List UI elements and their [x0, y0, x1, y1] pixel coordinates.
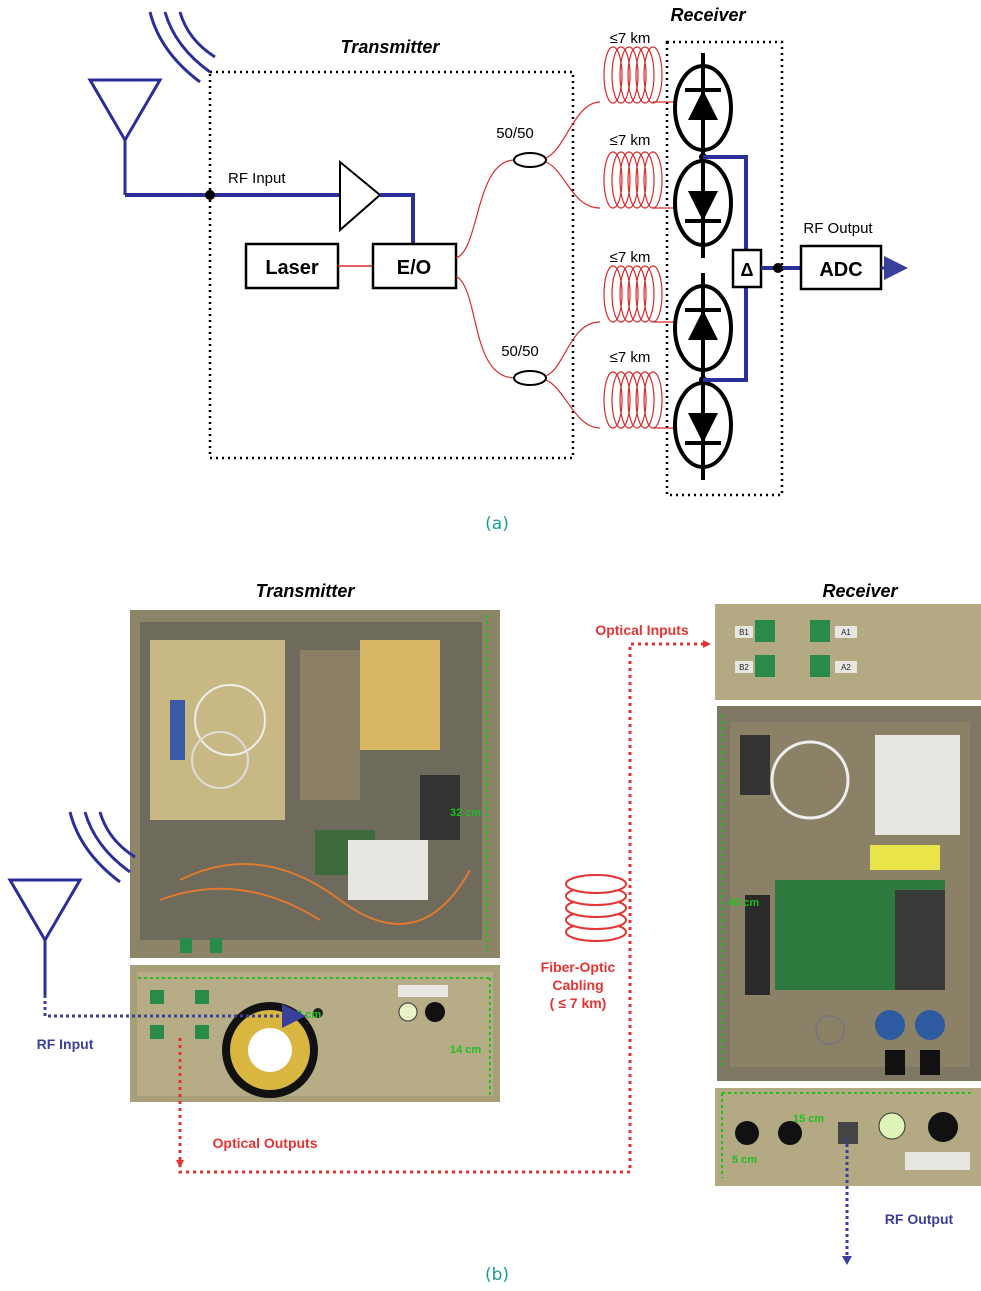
pd-pair1-to-delta — [703, 155, 748, 250]
delta-box — [731, 248, 763, 289]
amplifier-icon — [339, 159, 382, 233]
fiber-cabling-line1: Fiber-Optic — [541, 959, 616, 975]
antenna-icon — [88, 78, 162, 197]
splitter-2-label: 50/50 — [501, 343, 539, 360]
fiber-link-path — [178, 642, 707, 1174]
tx-photo-title: Transmitter — [256, 581, 356, 601]
fiber-coil-1-icon — [603, 46, 663, 104]
rf-output-b-label: RF Output — [885, 1211, 954, 1227]
fiber-s2-coil4 — [545, 379, 601, 429]
port-b2-label: B2 — [739, 663, 749, 672]
fiber-s1-coil2 — [545, 161, 601, 209]
radio-waves-b-icon — [68, 810, 137, 884]
fiber-s2-coil3 — [545, 321, 601, 377]
radio-waves-icon — [148, 10, 217, 84]
fiber-coil-2-icon — [603, 151, 663, 209]
photodiode-2-icon — [673, 146, 733, 260]
adc-box — [799, 244, 883, 291]
photodiode-4-icon — [673, 368, 733, 482]
tx-panel-label: 14 cm — [450, 1044, 481, 1056]
fiber-to-splitter-1 — [455, 159, 516, 259]
rf-input-b-label: RF Input — [37, 1036, 94, 1052]
rf-input-path — [43, 995, 306, 1028]
fiber-cabling-line2: Cabling — [552, 977, 603, 993]
transmitter-title: Transmitter — [341, 37, 441, 57]
delta-label: Δ — [741, 260, 754, 280]
transmitter-interior-photo — [130, 610, 500, 958]
tx-height-label: 32 cm — [450, 807, 481, 819]
fiber-to-splitter-2 — [455, 275, 516, 379]
photodiode-3-icon — [673, 271, 733, 385]
transmitter-box — [208, 70, 575, 460]
fiber-1-length: ≤7 km — [610, 30, 651, 47]
rf-input-label: RF Input — [228, 170, 286, 187]
eo-box — [371, 242, 458, 290]
port-b1-label: B1 — [739, 628, 749, 637]
laser-label: Laser — [265, 257, 319, 279]
rf-output-node — [773, 263, 783, 273]
rx-photo-title: Receiver — [822, 581, 898, 601]
pd-pair2-to-delta — [703, 287, 748, 382]
splitter-1-label: 50/50 — [496, 125, 534, 142]
rx-width-label: 15 cm — [793, 1113, 824, 1125]
receiver-box — [665, 40, 784, 497]
fiber-coil-3-icon — [603, 265, 663, 323]
caption-a: (a) — [485, 514, 509, 534]
port-a1-label: A1 — [841, 628, 851, 637]
eo-label: E/O — [397, 257, 431, 279]
adc-label: ADC — [819, 259, 862, 281]
panel-b: Transmitter Receiver 32 cm — [8, 581, 981, 1285]
antenna-b-icon — [8, 878, 82, 997]
splitter-2-icon — [513, 370, 547, 386]
caption-b: (b) — [485, 1265, 509, 1285]
receiver-inputs-photo: B1 B2 A1 A2 — [715, 604, 981, 700]
rf-output-arrowhead — [842, 1256, 852, 1265]
fiber-2-length: ≤7 km — [610, 132, 651, 149]
rf-input-node — [205, 190, 215, 200]
panel-a: Transmitter Receiver RF Input Laser E/O … — [88, 5, 908, 534]
optical-input-arrowhead — [703, 640, 711, 648]
receiver-front-panel-photo — [715, 1088, 981, 1186]
amp-to-eo-line — [380, 193, 415, 245]
fiber-spool-icon — [565, 874, 627, 942]
rx-height-label: 40 cm — [728, 897, 759, 909]
rx-panel-label: 5 cm — [732, 1154, 757, 1166]
optical-output-arrowhead — [176, 1160, 184, 1168]
fiber-cabling-line3: ( ≤ 7 km) — [550, 995, 607, 1011]
receiver-interior-photo — [717, 706, 981, 1081]
fiber-3-length: ≤7 km — [610, 249, 651, 266]
fiber-4-length: ≤7 km — [610, 349, 651, 366]
transmitter-front-panel-photo — [130, 965, 500, 1102]
port-a2-label: A2 — [841, 663, 851, 672]
optical-inputs-label: Optical Inputs — [595, 622, 689, 638]
fiber-coil-4-icon — [603, 371, 663, 429]
optical-outputs-label: Optical Outputs — [213, 1135, 318, 1151]
receiver-title: Receiver — [670, 5, 746, 25]
photodiode-1-icon — [673, 51, 733, 165]
fiber-s1-coil1 — [545, 101, 601, 159]
rf-output-label: RF Output — [803, 220, 873, 237]
splitter-1-icon — [513, 152, 547, 168]
